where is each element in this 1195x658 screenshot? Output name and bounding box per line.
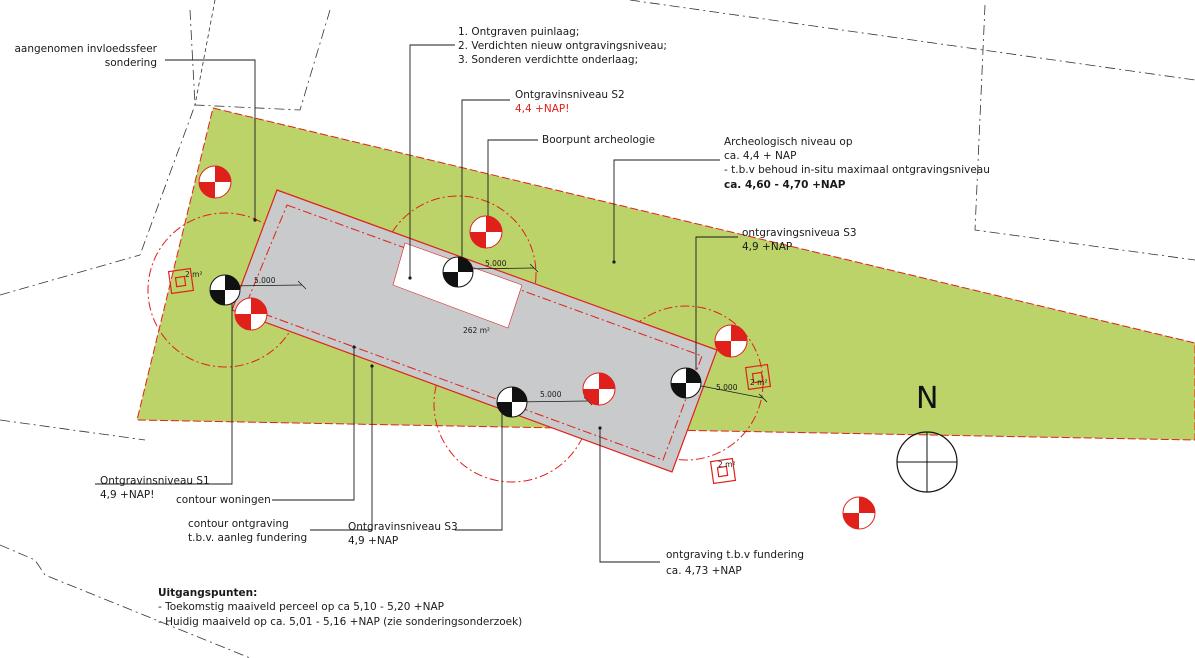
- leader-lines: [95, 44, 738, 563]
- sondering-marker-s1: [209, 274, 241, 306]
- label-invloed-1: aangenomen invloedssfeer: [14, 43, 157, 55]
- dim-text-s1: 5.000: [254, 276, 276, 285]
- label-arch-4: ca. 4,60 - 4,70 +NAP: [724, 179, 846, 191]
- label-arch-2: ca. 4,4 + NAP: [724, 150, 796, 162]
- label-contour-ontgr-2: t.b.v. aanleg fundering: [188, 532, 307, 544]
- label-contour-woningen: contour woningen: [176, 494, 271, 506]
- label-s3b-value: 4,9 +NAP: [348, 535, 398, 547]
- dim-text-s2: 5.000: [485, 259, 507, 268]
- uitgangspunten-title: Uitgangspunten:: [158, 587, 257, 599]
- bore-marker-1: [198, 165, 232, 199]
- dim-text-s3-bottom: 5.000: [540, 390, 562, 399]
- uitgangspunten-item-1: - Toekomstig maaiveld perceel op ca 5,10…: [158, 601, 444, 613]
- sondering-marker-s3-right: [670, 367, 702, 399]
- dim-text-s3-right: 5.000: [716, 383, 738, 392]
- label-s2-title: Ontgravinsniveau S2: [515, 89, 625, 101]
- bore-marker-4: [582, 372, 616, 406]
- label-s1-title: Ontgravinsniveau S1: [100, 475, 210, 487]
- label-s3r-title: ontgravingsniveua S3: [742, 227, 857, 239]
- north-label: N: [916, 381, 938, 416]
- label-s2-value: 4,4 +NAP!: [515, 103, 569, 115]
- label-contour-ontgr-1: contour ontgraving: [188, 518, 289, 530]
- small-squares: [167, 267, 772, 485]
- label-arch-1: Archeologisch niveau op: [724, 136, 853, 148]
- north-arrow-icon: N: [896, 381, 958, 493]
- label-s3r-value: 4,9 +NAP: [742, 241, 792, 253]
- label-steps-3: 3. Sonderen verdichtte onderlaag;: [458, 54, 638, 66]
- sondering-marker-s2: [442, 256, 474, 288]
- label-boorpunt: Boorpunt archeologie: [542, 134, 655, 146]
- bore-marker-6: [842, 496, 876, 530]
- bore-marker-5: [714, 324, 748, 358]
- bore-marker-3: [469, 215, 503, 249]
- label-arch-3: - t.b.v behoud in-situ maximaal ontgravi…: [724, 164, 990, 176]
- label-steps-1: 1. Ontgraven puinlaag;: [458, 26, 579, 38]
- small-area-2: 2 m²: [750, 378, 767, 387]
- label-steps-2: 2. Verdichten nieuw ontgravingsniveau;: [458, 40, 667, 52]
- excavation-contour: [244, 204, 703, 461]
- label-invloed-2: sondering: [105, 57, 157, 69]
- label-s3b-title: Ontgravinsniveau S3: [348, 521, 458, 533]
- small-area-3: 2 m²: [718, 460, 735, 469]
- area-text: 262 m²: [463, 326, 490, 335]
- label-fund-2: ca. 4,73 +NAP: [666, 565, 742, 577]
- label-s1-value: 4,9 +NAP!: [100, 489, 154, 501]
- label-fund-1: ontgraving t.b.v fundering: [666, 549, 804, 561]
- uitgangspunten-item-2: - Huidig maaiveld op ca. 5,01 - 5,16 +NA…: [158, 616, 522, 628]
- archeology-markers: [198, 165, 876, 530]
- sondering-marker-s3-bottom: [496, 386, 528, 418]
- sondering-markers: [209, 256, 702, 418]
- small-area-1: 2 m²: [185, 270, 202, 279]
- bore-marker-2: [234, 297, 268, 331]
